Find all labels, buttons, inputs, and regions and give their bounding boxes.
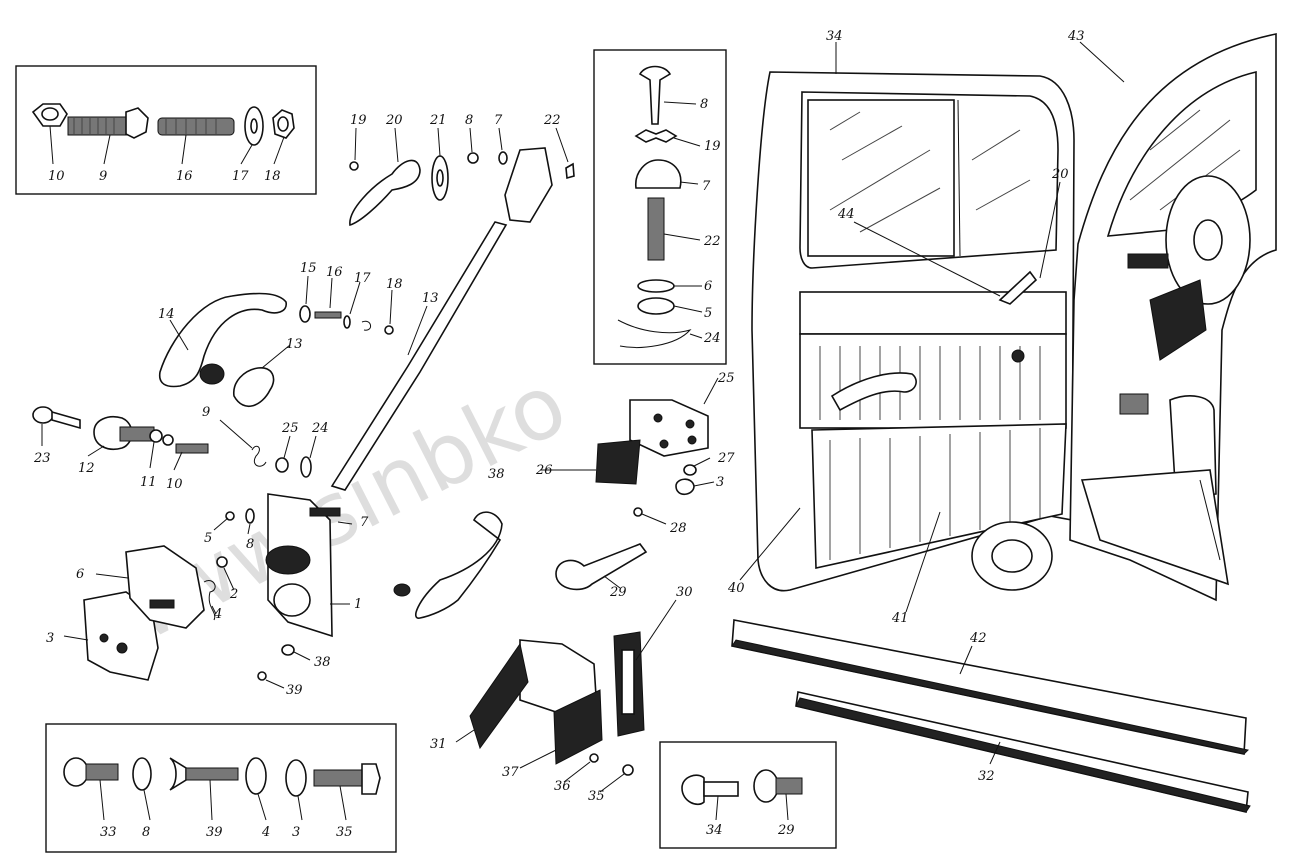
callout-label: 38 (314, 655, 331, 670)
callout-label: 7 (702, 179, 711, 194)
callout-label: 34 (826, 29, 843, 44)
callout-label: 14 (158, 307, 175, 322)
callout-label: 6 (704, 279, 712, 294)
callout-label: 39 (286, 683, 303, 698)
key-and-lock-cylinder: 23 12 11 10 (32, 406, 209, 492)
callout-label: 43 (1067, 29, 1085, 44)
rivet-screw-box: 34 29 (659, 741, 837, 849)
callout-label: 10 (166, 477, 183, 492)
callout-label: 6 (76, 567, 84, 582)
callout-label: 12 (78, 461, 95, 476)
callout-label: 41 (891, 611, 909, 626)
callout-label: 3 (46, 631, 54, 646)
fastener-box-top-left: 10 9 16 17 18 (15, 65, 317, 195)
callout-label: 7 (494, 113, 503, 128)
hex-nut-small-icon (272, 109, 295, 139)
callout-label: 31 (430, 737, 447, 752)
callout-label: 18 (386, 277, 403, 292)
door-lock-assembly: 5 8 7 6 2 4 3 1 38 39 (46, 493, 369, 698)
callout-label: 5 (204, 531, 212, 546)
callout-label: 4 (213, 607, 222, 622)
callout-label: 32 (978, 769, 995, 784)
callout-label: 19 (704, 139, 721, 154)
callout-label: 2 (229, 587, 238, 602)
callout-label: 10 (48, 169, 65, 184)
callout-label: 22 (543, 113, 561, 128)
callout-label: 16 (176, 169, 193, 184)
callout-label: 38 (488, 467, 505, 482)
callout-label: 44 (837, 207, 855, 222)
callout-label: 27 (717, 451, 735, 466)
callout-label: 3 (292, 825, 300, 840)
washer-icon (244, 106, 264, 146)
callout-label: 25 (281, 421, 299, 436)
sill-moulding-strips: 42 32 (731, 619, 1251, 813)
callout-label: 17 (232, 169, 249, 184)
callout-label: 34 (706, 823, 723, 838)
callout-label: 30 (676, 585, 693, 600)
handle-fastener-set: 15 16 17 18 (299, 261, 403, 335)
callout-label: 8 (700, 97, 708, 112)
callout-label: 8 (465, 113, 473, 128)
callout-label: 18 (264, 169, 281, 184)
callout-label: 39 (206, 825, 223, 840)
inner-handle-group: 19 20 21 8 7 22 (349, 113, 575, 227)
callout-label: 5 (704, 306, 712, 321)
outer-door-handle: 14 13 (158, 292, 303, 408)
hinge-and-check-group: 25 38 26 27 3 28 29 30 31 37 36 35 (393, 371, 735, 804)
callout-label: 20 (385, 113, 403, 128)
callout-label: 13 (422, 291, 439, 306)
callout-label: 13 (286, 337, 303, 352)
callout-label: 16 (326, 265, 343, 280)
callout-label: 28 (669, 521, 687, 536)
callout-label: 22 (703, 234, 721, 249)
callout-label: 42 (969, 631, 987, 646)
lock-button-parts-box: 8 19 7 22 6 5 24 (593, 49, 727, 365)
callout-label: 24 (311, 421, 329, 436)
callout-label: 26 (535, 463, 553, 478)
callout-label: 8 (246, 537, 254, 552)
callout-label: 4 (261, 825, 270, 840)
callout-label: 7 (360, 515, 369, 530)
callout-label: 29 (777, 823, 795, 838)
callout-label: 36 (554, 779, 571, 794)
callout-label: 29 (609, 585, 627, 600)
callout-label: 35 (588, 789, 605, 804)
callout-label: 15 (300, 261, 317, 276)
spring-clip-and-washers: 9 25 24 (202, 405, 329, 478)
callout-label: 35 (336, 825, 353, 840)
key-icon (32, 406, 81, 430)
callout-label: 23 (33, 451, 51, 466)
callout-label: 25 (717, 371, 735, 386)
callout-label: 24 (703, 331, 721, 346)
door-lock-rod: 13 (330, 221, 508, 491)
screw-washer-box-bottom-left: 33 8 39 4 3 35 (45, 723, 397, 853)
callout-label: 1 (354, 597, 362, 612)
callout-label: 21 (429, 113, 447, 128)
callout-label: 9 (202, 405, 210, 420)
callout-label: 3 (716, 475, 724, 490)
callout-label: 19 (350, 113, 367, 128)
callout-label: 11 (140, 475, 157, 490)
callout-label: 33 (100, 825, 117, 840)
hex-nut-icon (31, 103, 68, 127)
callout-label: 9 (99, 169, 107, 184)
callout-label: 17 (354, 271, 371, 286)
hex-bolt-icon (67, 107, 149, 139)
callout-label: 37 (502, 765, 519, 780)
callout-label: 8 (142, 825, 150, 840)
stud-icon (157, 117, 235, 136)
callout-label: 40 (727, 581, 745, 596)
callout-label: 20 (1051, 167, 1069, 182)
door-and-car-view: 34 43 44 20 40 41 (727, 29, 1277, 626)
